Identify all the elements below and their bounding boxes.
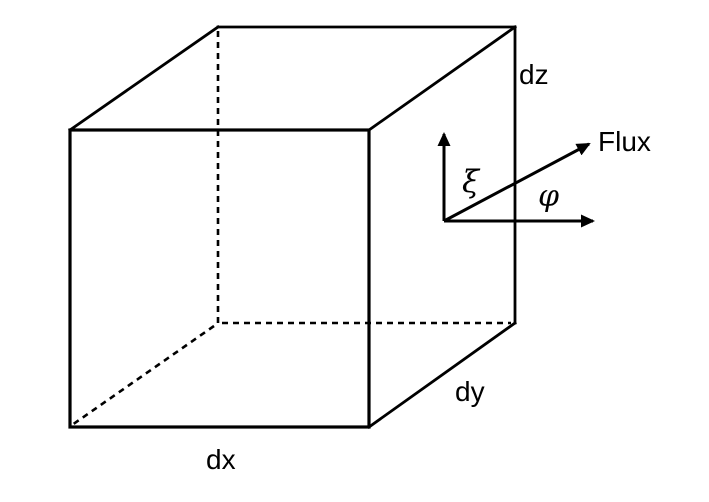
flux-label: Flux [598, 126, 651, 157]
cube-hidden-edges [71, 31, 511, 427]
dx-label: dx [206, 444, 236, 475]
cube-edge-top-right [367, 25, 517, 132]
cube-edge-top-left [68, 25, 220, 132]
flux-axes [437, 132, 595, 228]
dz-label: dz [519, 59, 549, 90]
cube-edge-bottom-right [367, 321, 517, 429]
phi-angle-label: φ [538, 179, 559, 214]
cube-front-face [68, 128, 371, 429]
cube-solid-edges [68, 25, 517, 429]
dy-label: dy [455, 376, 485, 407]
flux-vector-arrow [443, 142, 591, 223]
cube-edge-bottom-left-hidden [71, 324, 215, 427]
xi-angle-label: ξ [462, 164, 481, 200]
